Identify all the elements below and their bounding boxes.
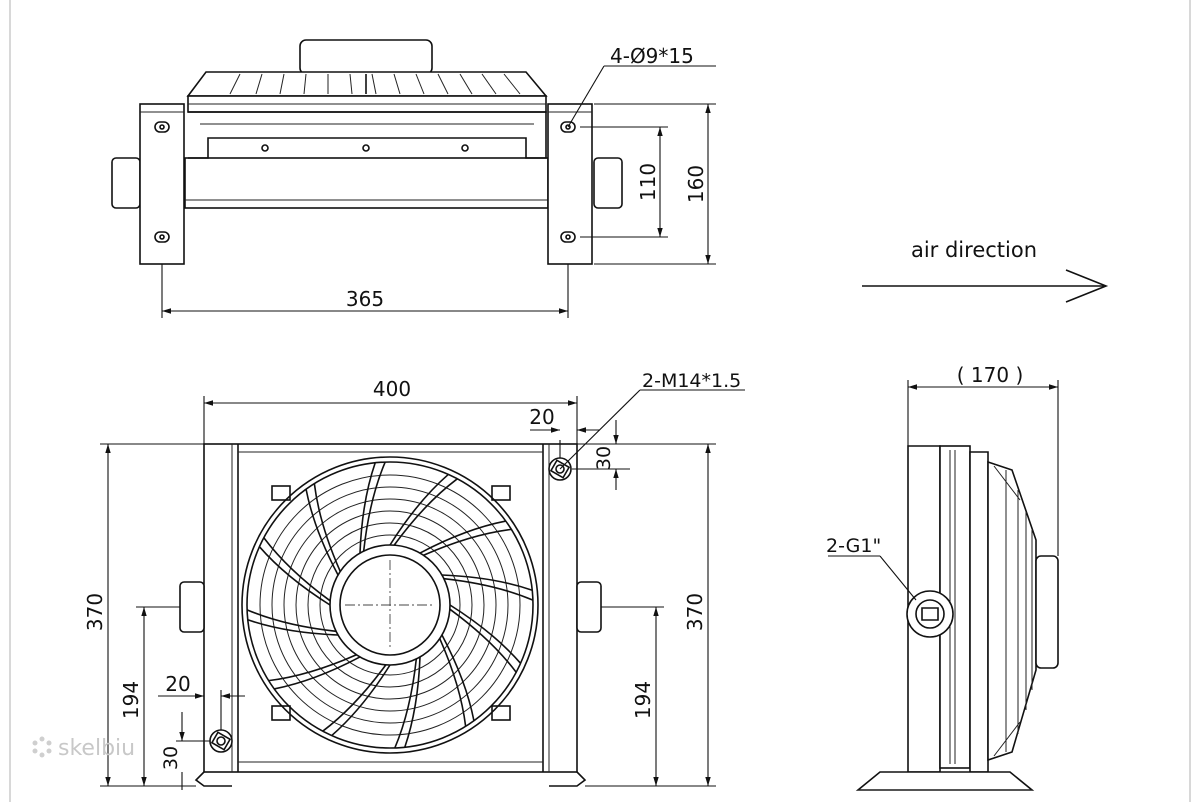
guard-rib <box>274 656 361 690</box>
drain-plug <box>209 729 233 753</box>
front-view: 400 20 2-M14*1.5 30 370 194 20 <box>83 370 745 790</box>
guard-ribs <box>229 73 521 95</box>
watermark: skelbiu <box>32 736 135 761</box>
guard-rib <box>441 574 533 591</box>
guard-rib <box>443 577 534 601</box>
depth-label: ( 170 ) <box>957 363 1024 387</box>
guard-rib <box>389 473 449 546</box>
guard-rib <box>331 664 391 737</box>
air-direction-arrow <box>862 269 1109 303</box>
port-thread-label: 2-G1" <box>826 535 881 557</box>
plug-offset-x-label: 20 <box>529 405 554 429</box>
port-height-left-label: 194 <box>119 681 143 719</box>
height-right-label: 370 <box>683 593 707 631</box>
frame-width-label: 400 <box>373 377 411 401</box>
snowflake-icon <box>32 736 52 758</box>
guard-rib <box>394 658 418 749</box>
height-left-label: 370 <box>83 593 107 631</box>
side-view: 2-G1" ( 170 ) <box>826 363 1059 791</box>
air-direction-label: air direction <box>911 238 1037 262</box>
top-view: 4-Ø9*15 110 160 365 <box>111 39 716 318</box>
guard-rib <box>313 483 341 572</box>
guard-rib <box>305 489 339 576</box>
guard-rib <box>393 478 458 546</box>
guard-rib <box>247 619 339 636</box>
guard-rib <box>423 528 512 556</box>
mount-slot <box>154 121 170 133</box>
drain-offset-x-label: 20 <box>165 672 190 696</box>
mount-holes-label: 4-Ø9*15 <box>610 44 694 68</box>
guard-rib <box>449 604 522 664</box>
guard-rib <box>322 664 387 732</box>
guard-rib <box>263 537 331 602</box>
side-port <box>906 590 954 638</box>
watermark-text: skelbiu <box>58 736 135 761</box>
guard-rib <box>246 609 337 633</box>
mount-width-label: 365 <box>346 287 384 311</box>
air-direction: air direction <box>862 238 1109 303</box>
guard-rib <box>441 634 475 721</box>
mount-spacing-label: 110 <box>636 163 660 201</box>
guard-rib <box>439 638 467 727</box>
guard-rib <box>419 520 506 554</box>
guard-rib <box>404 656 421 748</box>
guard-rib <box>362 461 386 552</box>
guard-rib <box>359 462 376 554</box>
plug-thread-label: 2-M14*1.5 <box>642 370 741 392</box>
guard-rib <box>268 654 357 682</box>
bracket-height-label: 160 <box>684 165 708 203</box>
port-height-right-label: 194 <box>631 681 655 719</box>
guard-rib <box>449 608 517 673</box>
drain-offset-y-label: 30 <box>160 746 182 770</box>
guard-rib <box>258 546 331 606</box>
guard-side-ribs <box>993 465 1033 757</box>
plug-offset-y-label: 30 <box>593 446 615 470</box>
